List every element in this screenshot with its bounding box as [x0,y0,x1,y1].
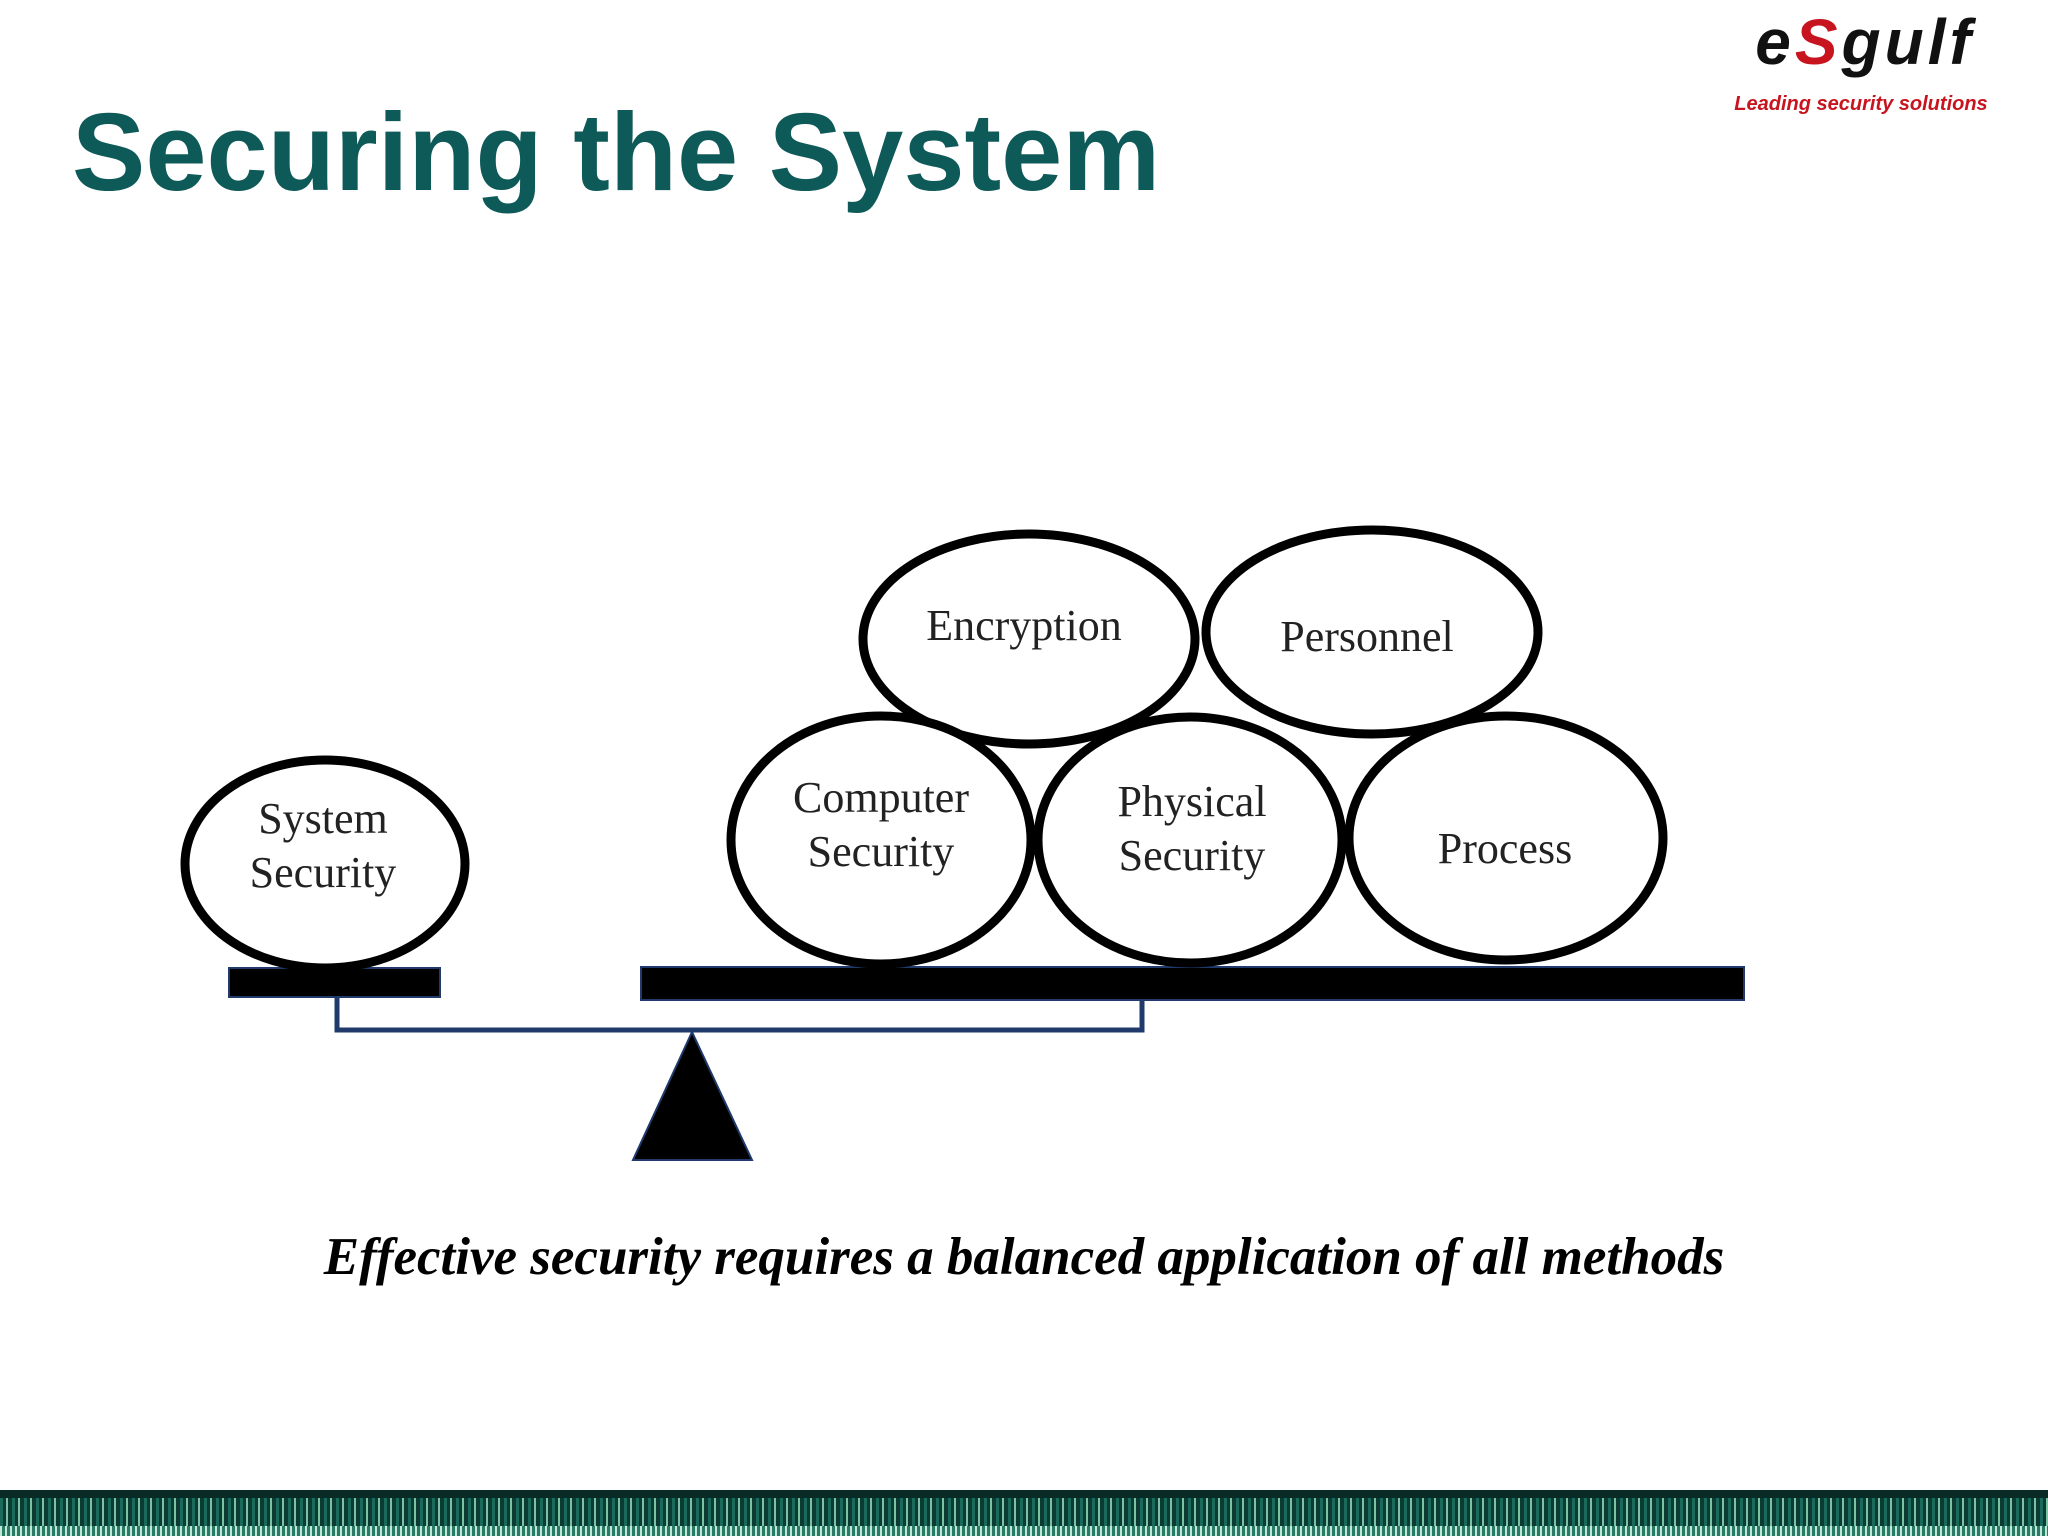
physical-security-ellipse: Physical Security [1033,712,1347,968]
footer-band-bottom [0,1526,2048,1536]
logo-wordmark: eSgulf [1755,6,1975,78]
slide-caption: Effective security requires a balanced a… [323,1228,1725,1286]
process-label: Process [1438,824,1572,873]
encryption-label: Encryption [926,601,1122,650]
logo-tagline: Leading security solutions [1734,93,1988,115]
computer-security-line1: Computer [793,773,969,822]
computer-security-line2: Security [808,827,955,876]
system-security-line1: System [258,794,388,843]
encryption-ellipse: Encryption [858,529,1200,749]
computer-security-ellipse: Computer Security [726,711,1036,969]
system-security-ellipse: System Security [180,755,470,973]
scale-lever [334,996,1145,1033]
process-ellipse: Process [1344,711,1668,965]
physical-security-line1: Physical [1117,777,1266,826]
slide-title: Securing the System [72,91,1161,214]
left-pan [228,967,441,998]
system-security-line2: Security [250,848,397,897]
circuit-board-footer [0,1490,2048,1536]
footer-band-top [0,1490,2048,1498]
personnel-label: Personnel [1280,612,1454,661]
physical-security-line2: Security [1119,831,1266,880]
fulcrum-triangle [631,1029,754,1161]
personnel-ellipse: Personnel [1201,525,1543,739]
esgulf-logo: eSgulf Leading security solutions [1700,0,2030,125]
right-pan [640,966,1745,1001]
